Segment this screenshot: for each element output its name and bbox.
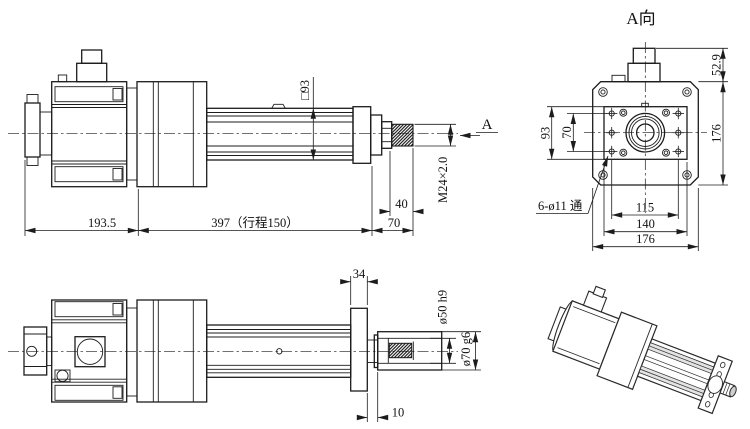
dim-flange-thickness: 34 xyxy=(340,267,378,305)
cylinder-tube xyxy=(206,103,354,161)
mounting-plate xyxy=(592,81,699,186)
dim-rod-od-label: ø70 g6 xyxy=(459,332,473,366)
dim-flange-width-label: 140 xyxy=(636,217,655,231)
rod-boss-outer xyxy=(625,112,666,153)
thread-spec-label: M24×2.0 xyxy=(436,157,450,203)
dim-tube-square: □93 xyxy=(298,77,316,160)
dim-plate-width-label: 176 xyxy=(636,232,655,246)
dim-motor-length-label: 193.5 xyxy=(88,216,116,230)
internal-thread xyxy=(388,342,413,359)
hole xyxy=(672,145,684,158)
dim-thread-spec: M24×2.0 xyxy=(414,123,456,203)
motor-connector xyxy=(57,49,108,83)
holes-note-label: 6-ø11 通 xyxy=(538,199,583,213)
dim-holes-v-inner-label: 70 xyxy=(560,126,574,139)
dim-chain: 193.5 397（行程150） 70 xyxy=(24,160,413,236)
dim-gap: 10 xyxy=(356,372,405,422)
front-head xyxy=(352,106,414,164)
view-arrow-label: A xyxy=(482,117,493,133)
dim-rod-od: ø70 g6 xyxy=(441,331,481,371)
plate-corner-holes xyxy=(598,87,692,180)
dim-plate-height-label: 176 xyxy=(710,124,724,143)
isometric-view xyxy=(547,285,737,415)
hole xyxy=(672,127,684,139)
holes-note: 6-ø11 通 xyxy=(536,155,609,214)
end-view-title: A向 xyxy=(626,9,655,28)
dim-holes-h-label: 115 xyxy=(636,201,654,215)
dim-flange-thickness-label: 34 xyxy=(353,267,366,281)
dim-bottom-stack: 115 140 176 xyxy=(592,160,699,251)
gearbox xyxy=(136,81,208,188)
cylinder-tube xyxy=(206,324,352,378)
motor-rear-cap xyxy=(24,94,53,166)
dim-thread-length: 40 xyxy=(379,148,424,236)
dim-holes-v-outer-label: 93 xyxy=(539,127,553,140)
dim-holes-vertical: 93 70 xyxy=(539,106,607,160)
dim-gap-label: 10 xyxy=(392,406,405,420)
side-view: □93 M24×2.0 A 40 xyxy=(8,49,498,236)
motor-rear-cap xyxy=(23,326,53,376)
threaded-rod xyxy=(391,123,414,147)
dim-right-stack: 52.9 176 xyxy=(656,47,728,186)
hole xyxy=(672,107,684,120)
dim-bore-label: ø50 h9 xyxy=(436,290,450,324)
dim-tube-square-label: □93 xyxy=(298,80,312,100)
hole xyxy=(606,107,618,120)
view-arrow-a: A xyxy=(460,117,498,139)
dim-bore: ø50 h9 xyxy=(430,290,456,364)
rod-end-section xyxy=(367,331,443,371)
sensor-bump xyxy=(271,103,286,109)
hole xyxy=(606,127,618,139)
front-mount-flange xyxy=(350,307,368,392)
top-view: 34 10 ø50 h9 ø70 g6 xyxy=(8,267,481,422)
dim-rod-extension-label: 70 xyxy=(388,216,401,230)
dim-thread-length-label: 40 xyxy=(395,197,408,211)
rod-nut xyxy=(381,121,393,149)
connector-square xyxy=(74,336,106,368)
through-holes xyxy=(606,107,684,158)
rod-bore xyxy=(635,123,655,143)
motor-body xyxy=(51,81,138,188)
front-flange xyxy=(603,102,688,160)
end-view-a: A向 xyxy=(536,9,728,251)
dim-body-length-label: 397（行程150） xyxy=(211,215,299,230)
hole xyxy=(606,145,618,158)
dim-connector-height-label: 52.9 xyxy=(710,54,724,76)
connector-top xyxy=(611,47,661,83)
